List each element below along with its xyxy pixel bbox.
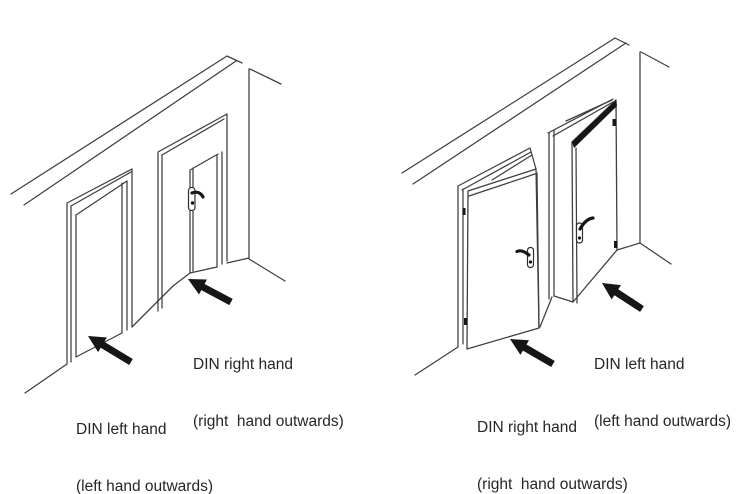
right-wall-scene (401, 37, 672, 376)
door-leaf-top-edge (572, 100, 617, 148)
din-left-hand-arrow-icon (602, 283, 644, 312)
label-subtitle: (left hand outwards) (594, 413, 731, 430)
lever-handle-icon (515, 246, 535, 269)
label-right-panel-left-door: DIN right hand (right hand outwards) (477, 380, 628, 494)
wall-top-edge (401, 37, 630, 185)
hinge-icon (462, 208, 466, 215)
handle-lever (578, 216, 595, 231)
door-frame (157, 113, 228, 312)
open-door-left (457, 147, 553, 350)
door-frame (66, 168, 133, 365)
door-leaf (75, 214, 123, 358)
door-frame (457, 147, 537, 348)
label-left-panel-right-door: DIN right hand (right hand outwards) (193, 317, 344, 469)
handle-keyhole (528, 260, 533, 264)
door-leaf (571, 99, 618, 303)
wall-top-edge (10, 55, 243, 206)
closed-door-left (66, 168, 133, 365)
lever-handle-icon (187, 186, 205, 212)
threshold-line (539, 296, 553, 328)
door-frame (547, 98, 614, 300)
din-right-hand-arrow-icon (510, 339, 555, 367)
din-left-hand-arrow-icon (88, 336, 133, 365)
hinge-icon (614, 241, 618, 248)
label-subtitle: (left hand outwards) (76, 478, 213, 494)
left-wall-scene (10, 55, 286, 394)
wall-floor-line (24, 363, 68, 394)
threshold-line (131, 272, 191, 328)
label-subtitle: (right hand outwards) (193, 413, 344, 430)
wall-corner (639, 51, 672, 265)
closed-door-right (157, 113, 250, 312)
sill-line (553, 295, 574, 303)
din-right-hand-arrow-icon (188, 279, 233, 306)
door-leaf (189, 153, 219, 274)
hinge-icon (464, 318, 467, 325)
wall-floor-line-right (226, 257, 250, 264)
handle-keyhole (577, 236, 582, 240)
wall-floor-line (414, 346, 459, 376)
handle-lever (515, 249, 531, 257)
open-door-right (547, 98, 641, 304)
label-left-panel-left-door: DIN left hand (left hand outwards) (76, 382, 213, 494)
label-title: DIN left hand (594, 356, 685, 373)
handle-lever (190, 190, 205, 199)
handle-keyhole (190, 201, 195, 205)
label-right-panel-right-door: DIN left hand (left hand outwards) (594, 317, 731, 469)
label-subtitle: (right hand outwards) (477, 476, 628, 493)
hinge-icon (612, 119, 616, 126)
lever-handle-icon (575, 216, 595, 244)
wall-corner (248, 68, 286, 282)
door-leaf (466, 168, 540, 350)
label-title: DIN right hand (193, 356, 293, 373)
handle-plate (526, 246, 535, 269)
door-leaf-edges (468, 172, 540, 328)
label-title: DIN left hand (76, 421, 167, 438)
wall-floor-line-right (616, 242, 641, 251)
label-title: DIN right hand (477, 419, 577, 436)
